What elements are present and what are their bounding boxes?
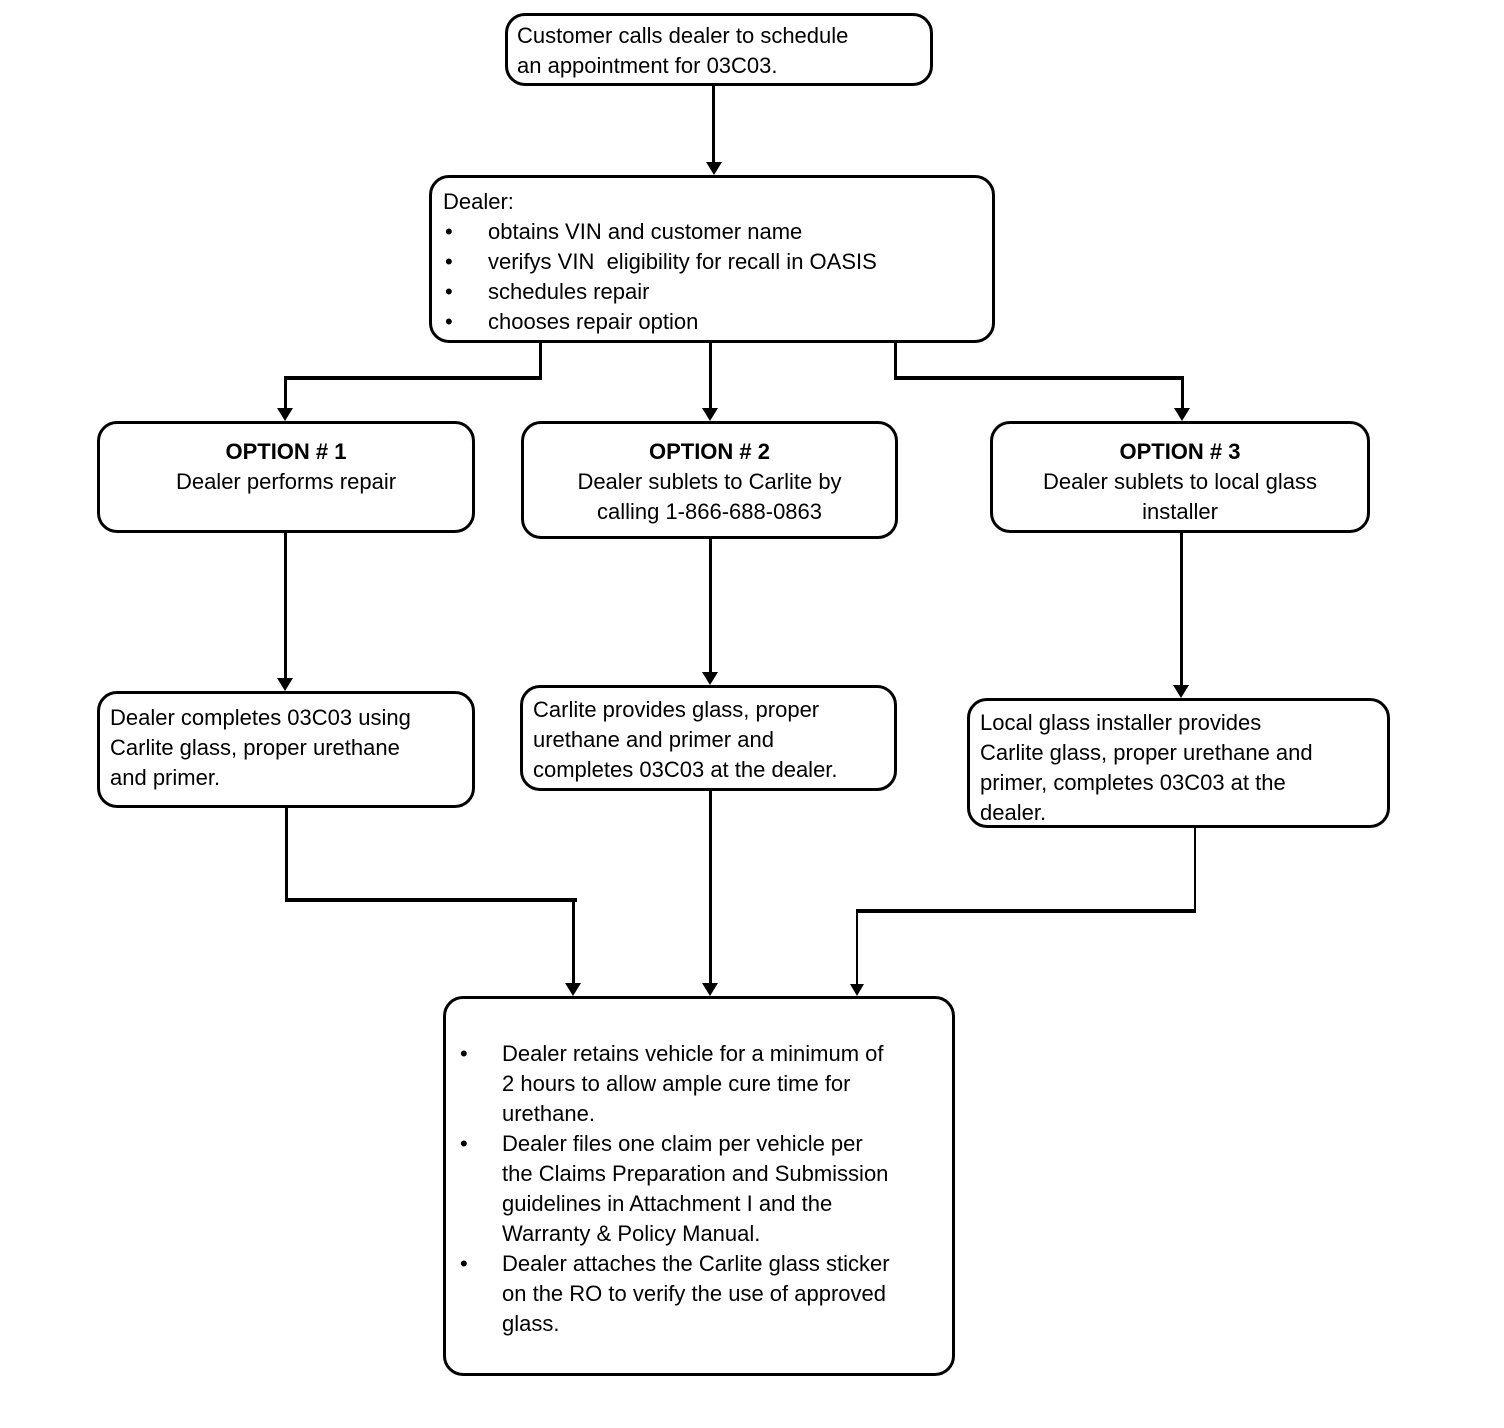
connector-result3-horizontal — [856, 909, 1196, 913]
node-final-requirements: Dealer retains vehicle for a minimum of … — [443, 996, 955, 1376]
arrowhead-dealer-to-option2 — [702, 408, 718, 421]
final-bullet-list: Dealer retains vehicle for a minimum of … — [458, 1039, 940, 1339]
arrowhead-result1-to-final — [565, 983, 581, 996]
connector-dealer-horizontal-right — [894, 376, 1184, 380]
node-result-option-2: Carlite provides glass, proper urethane … — [520, 685, 897, 791]
connector-result3-down — [1194, 828, 1196, 913]
arrowhead-result2-to-final — [702, 983, 718, 996]
option-2-text: Dealer sublets to Carlite by calling 1-8… — [577, 469, 842, 524]
node-customer-calls-text: Customer calls dealer to schedule an app… — [517, 23, 849, 78]
arrowhead-option1-to-result1 — [277, 678, 293, 691]
connector-option1-to-result1 — [284, 533, 287, 678]
bullet-item: Dealer files one claim per vehicle per t… — [458, 1129, 940, 1249]
connector-result2-to-final — [709, 791, 712, 983]
bullet-item: Dealer retains vehicle for a minimum of … — [458, 1039, 940, 1129]
node-result-option-3: Local glass installer provides Carlite g… — [967, 698, 1390, 828]
result-1-text: Dealer completes 03C03 using Carlite gla… — [110, 705, 411, 790]
arrowhead-start-to-dealer — [706, 162, 722, 175]
arrowhead-option2-to-result2 — [702, 672, 718, 685]
arrowhead-dealer-to-option1 — [277, 408, 293, 421]
option-3-text: Dealer sublets to local glass installer — [1043, 469, 1317, 524]
connector-option3-to-result3 — [1180, 533, 1183, 685]
node-option-2: OPTION # 2 Dealer sublets to Carlite by … — [521, 421, 898, 539]
result-3-text: Local glass installer provides Carlite g… — [980, 710, 1313, 825]
connector-dealer-to-option1 — [284, 376, 287, 408]
arrowhead-dealer-to-option3 — [1174, 408, 1190, 421]
dealer-bullet-list: obtains VIN and customer nameverifys VIN… — [443, 217, 982, 337]
connector-result1-down — [285, 808, 288, 902]
connector-dealer-stub-left — [539, 343, 542, 379]
node-dealer-title: Dealer: — [443, 189, 514, 214]
option-1-text: Dealer performs repair — [175, 469, 397, 494]
bullet-item: Dealer attaches the Carlite glass sticke… — [458, 1249, 940, 1339]
node-option-3: OPTION # 3 Dealer sublets to local glass… — [990, 421, 1370, 533]
connector-dealer-horizontal-left — [284, 376, 542, 380]
bullet-item: chooses repair option — [443, 307, 982, 337]
bullet-item: verifys VIN eligibility for recall in OA… — [443, 247, 982, 277]
node-dealer-actions: Dealer: obtains VIN and customer namever… — [429, 175, 995, 343]
arrowhead-result3-to-final — [850, 984, 864, 996]
connector-dealer-to-option2 — [709, 343, 712, 408]
connector-dealer-stub-right — [894, 343, 897, 379]
connector-dealer-to-option3 — [1181, 376, 1184, 408]
connector-start-to-dealer — [712, 86, 715, 162]
connector-option2-to-result2 — [709, 539, 712, 672]
bullet-item: obtains VIN and customer name — [443, 217, 982, 247]
connector-result3-to-final — [856, 909, 858, 984]
bullet-item: schedules repair — [443, 277, 982, 307]
arrowhead-option3-to-result3 — [1173, 685, 1189, 698]
node-customer-calls: Customer calls dealer to schedule an app… — [505, 13, 933, 86]
result-2-text: Carlite provides glass, proper urethane … — [533, 697, 838, 782]
option-1-title: OPTION # 1 — [225, 439, 347, 464]
node-option-1: OPTION # 1 Dealer performs repair — [97, 421, 475, 533]
connector-result1-horizontal — [285, 898, 577, 902]
option-3-title: OPTION # 3 — [1119, 439, 1241, 464]
option-2-title: OPTION # 2 — [648, 439, 771, 464]
node-result-option-1: Dealer completes 03C03 using Carlite gla… — [97, 691, 475, 808]
connector-result1-to-final — [572, 898, 575, 983]
